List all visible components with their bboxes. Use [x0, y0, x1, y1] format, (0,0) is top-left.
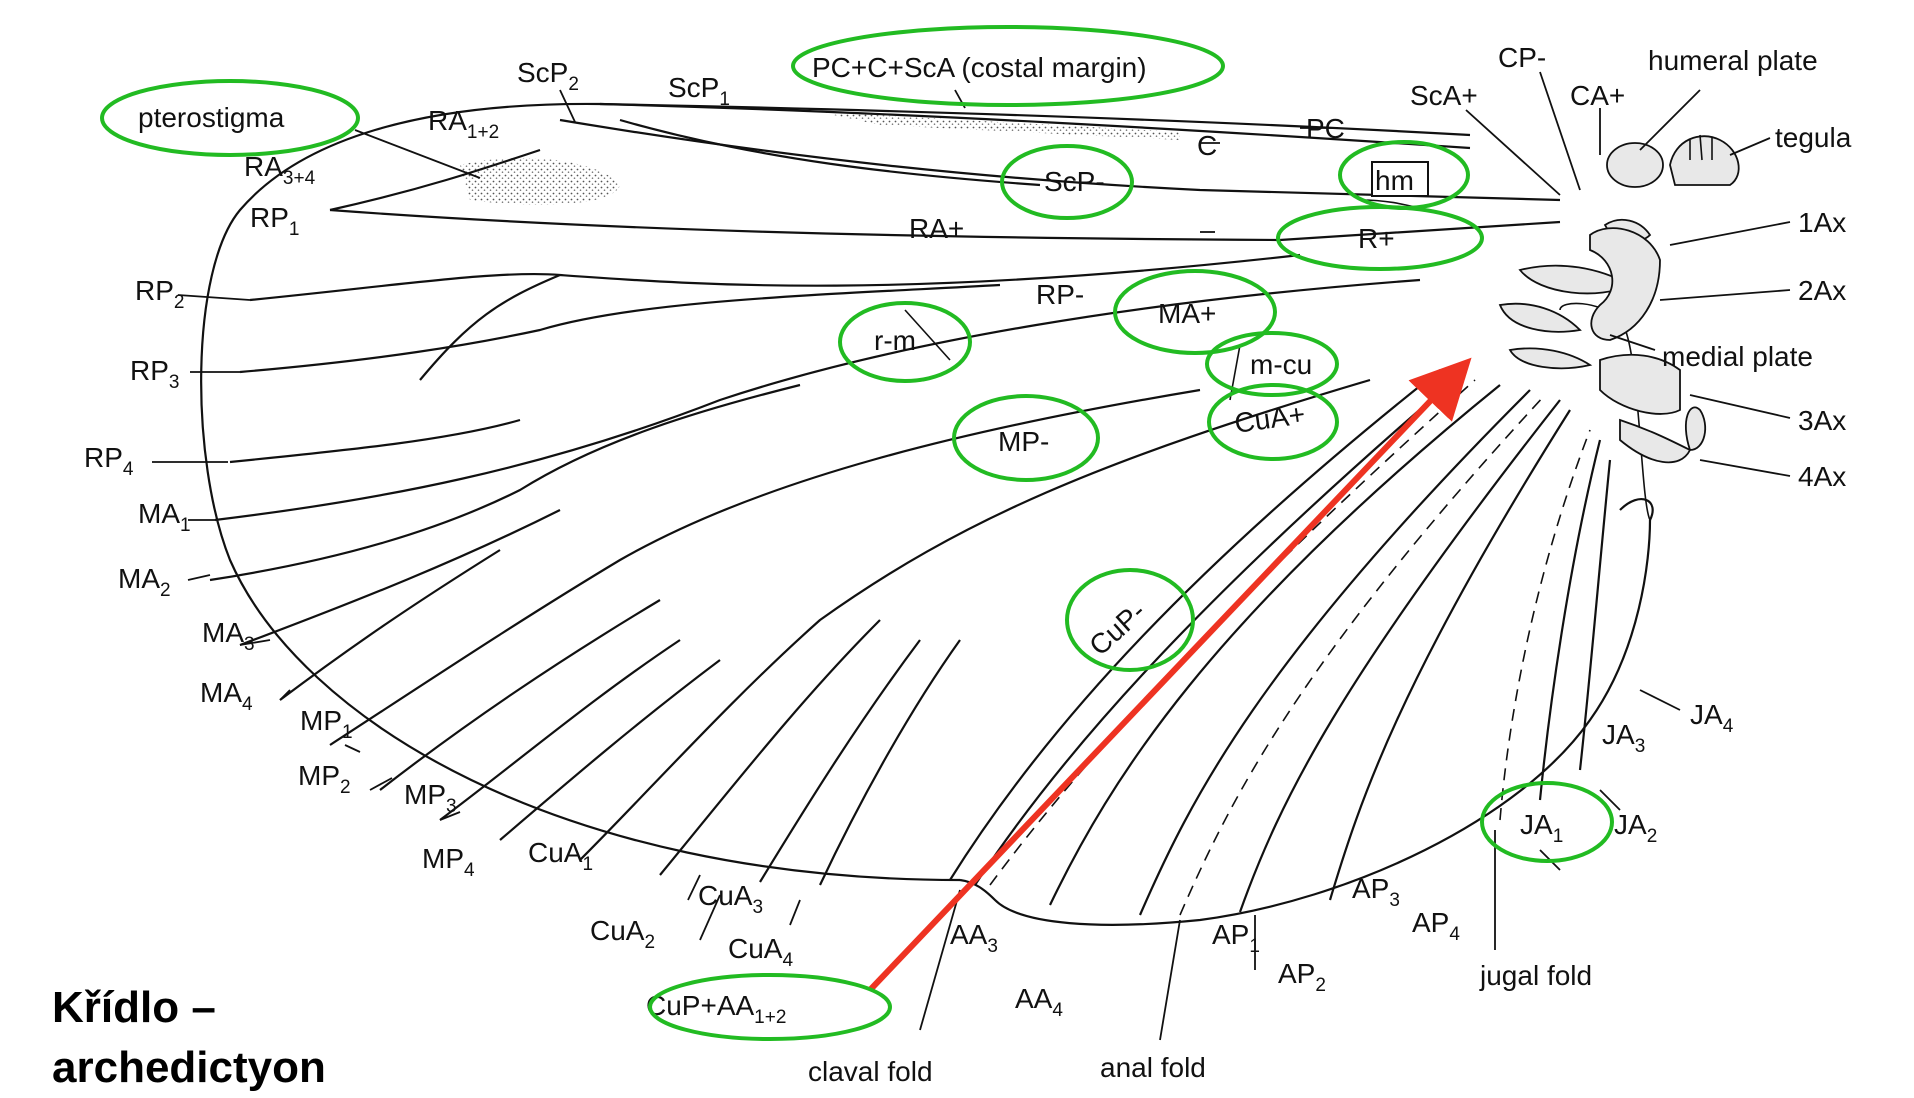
label-ja1: JA1 [1520, 809, 1563, 847]
label-anal-fold: anal fold [1100, 1052, 1206, 1083]
label-4ax: 4Ax [1798, 461, 1846, 492]
veins [209, 102, 1612, 916]
label-1ax: 1Ax [1798, 207, 1846, 238]
label-rp2: RP2 [135, 275, 184, 313]
label-m-cu: m-cu [1250, 349, 1312, 380]
label-ca-plus: CA+ [1570, 80, 1625, 111]
label-ja3: JA3 [1602, 719, 1645, 757]
label-scp-minus: ScP- [1044, 166, 1105, 197]
label-costal-margin: PC+C+ScA (costal margin) [812, 52, 1147, 83]
label-tegula: tegula [1775, 122, 1852, 153]
label-ma1: MA1 [138, 498, 191, 536]
label-mp-minus: MP- [998, 426, 1049, 457]
slide-title: Křídlo – archedictyon [52, 978, 326, 1098]
label-aa3: AA3 [950, 919, 998, 957]
oval-pterostigma [100, 79, 360, 157]
label-jugal-fold: jugal fold [1479, 960, 1592, 991]
label-rp1: RP1 [250, 202, 299, 240]
label-cua4: CuA4 [728, 933, 793, 971]
label-rp-minus: RP- [1036, 279, 1084, 310]
oval-cup-minus [1065, 568, 1195, 672]
label-ra-plus: RA+ [909, 213, 964, 244]
oval-cup-aa12 [648, 973, 892, 1041]
label-ap4: AP4 [1412, 907, 1460, 945]
oval-costal-margin [791, 25, 1225, 107]
label-c: C [1197, 130, 1217, 161]
label-ma2: MA2 [118, 563, 171, 601]
label-medial-plate: medial plate [1662, 341, 1813, 372]
label-sca-plus: ScA+ [1410, 80, 1478, 111]
label-3ax: 3Ax [1798, 405, 1846, 436]
label-cua1: CuA1 [528, 837, 593, 875]
costal-strip [820, 112, 1180, 140]
label-scp2: ScP2 [517, 57, 579, 95]
label-ma4: MA4 [200, 677, 253, 715]
label-r-m: r-m [874, 325, 916, 356]
oval-r-m [838, 301, 972, 383]
highlight-ovals [100, 25, 1614, 1041]
label-ap3: AP3 [1352, 873, 1400, 911]
label-cua-plus: CuA+ [1233, 398, 1307, 439]
title-line-2: archedictyon [52, 1043, 326, 1092]
label-cua3: CuA3 [698, 880, 763, 918]
label-ap2: AP2 [1278, 958, 1326, 996]
oval-ma-plus [1113, 269, 1277, 355]
label-claval-fold: claval fold [808, 1056, 933, 1087]
oval-r-plus [1276, 205, 1484, 271]
label-ma-plus: MA+ [1158, 298, 1216, 329]
oval-cua-plus [1207, 383, 1339, 461]
oval-ja1 [1480, 781, 1614, 863]
label-r-plus: R+ [1358, 223, 1395, 254]
pterostigma-shape [460, 157, 620, 205]
label-scp1: ScP1 [668, 72, 730, 110]
label-cup-aa12: CuP+AA1+2 [646, 990, 786, 1028]
labels: pterostigma ScP2 ScP1 RA1+2 RA3+4 RP1 RP… [84, 42, 1852, 1087]
label-ja4: JA4 [1690, 699, 1734, 737]
wing-outline [200, 102, 1654, 926]
label-cup-minus: CuP- [1083, 596, 1151, 662]
label-hm: hm [1375, 165, 1414, 196]
label-pterostigma: pterostigma [138, 102, 285, 133]
label-2ax: 2Ax [1798, 275, 1846, 306]
label-ja2: JA2 [1614, 809, 1657, 847]
label-aa4: AA4 [1015, 983, 1063, 1021]
label-ra12: RA1+2 [428, 105, 499, 143]
label-rp4: RP4 [84, 442, 134, 480]
label-pc: PC [1306, 113, 1345, 144]
label-mp2: MP2 [298, 760, 351, 798]
label-rp3: RP3 [130, 355, 179, 393]
red-arrow [867, 357, 1472, 993]
wing-base-sclerites [1498, 134, 1740, 464]
label-cua2: CuA2 [590, 915, 655, 953]
label-mp3: MP3 [404, 779, 457, 817]
label-mp1: MP1 [300, 705, 353, 743]
label-ap1: AP1 [1212, 919, 1260, 957]
label-cp-minus: CP- [1498, 42, 1546, 73]
oval-m-cu [1205, 331, 1339, 397]
leader-lines [152, 71, 1791, 1041]
label-ra34: RA3+4 [244, 151, 316, 189]
label-mp4: MP4 [422, 843, 475, 881]
label-ma3: MA3 [202, 617, 255, 655]
oval-scp-minus [1000, 144, 1134, 220]
label-humeral-plate: humeral plate [1648, 45, 1818, 76]
oval-mp-minus [952, 394, 1100, 482]
title-line-1: Křídlo – [52, 983, 216, 1032]
